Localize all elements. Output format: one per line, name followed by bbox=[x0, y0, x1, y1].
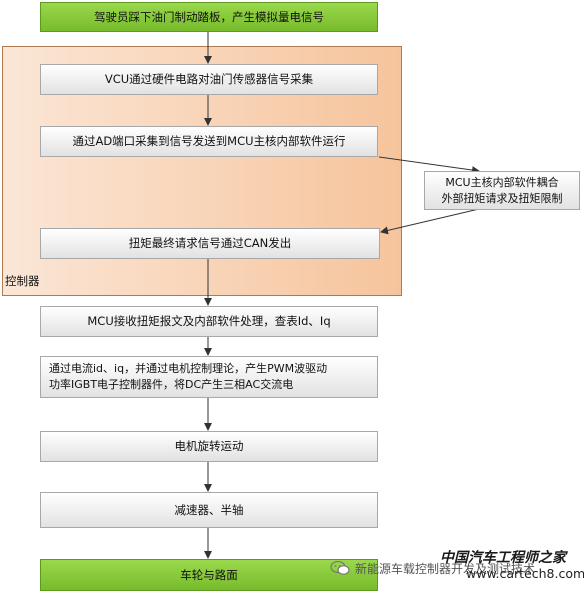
node-motor-rotation: 电机旋转运动 bbox=[40, 431, 378, 462]
arrow-n4-n5 bbox=[380, 208, 480, 235]
node-mcu-torque-coupling: MCU主核内部软件耦合 外部扭矩请求及扭矩限制 bbox=[424, 171, 580, 210]
node-can-send: 扭矩最终请求信号通过CAN发出 bbox=[40, 228, 380, 259]
node-vcu-sampling: VCU通过硬件电路对油门传感器信号采集 bbox=[40, 64, 378, 95]
node-mcu-torque-coupling-line2: 外部扭矩请求及扭矩限制 bbox=[441, 191, 563, 205]
node-reducer-halfshaft-text: 减速器、半轴 bbox=[174, 502, 244, 517]
node-pwm-igbt-line2: 功率IGBT电子控制器件，将DC产生三相AC交流电 bbox=[49, 378, 294, 391]
node-ad-port-text: 通过AD端口采集到信号发送到MCU主核内部软件运行 bbox=[72, 134, 346, 148]
node-vcu-sampling-text: VCU通过硬件电路对油门传感器信号采集 bbox=[104, 72, 314, 86]
node-motor-rotation-text: 电机旋转运动 bbox=[174, 439, 244, 453]
controller-group-label: 控制器 bbox=[5, 274, 40, 288]
node-pwm-igbt-line1: 通过电流id、iq，并通过电机控制理论，产生PWM波驱动 bbox=[49, 362, 328, 375]
node-pwm-igbt: 通过电流id、iq，并通过电机控制理论，产生PWM波驱动 功率IGBT电子控制器… bbox=[40, 356, 378, 398]
node-can-send-text: 扭矩最终请求信号通过CAN发出 bbox=[128, 236, 292, 250]
watermark-url: www.cartech8.com bbox=[466, 566, 584, 581]
node-driver-pedal: 驾驶员踩下油门制动踏板，产生模拟量电信号 bbox=[40, 2, 378, 32]
node-wheel-road: 车轮与路面 bbox=[40, 559, 378, 591]
node-driver-pedal-text: 驾驶员踩下油门制动踏板，产生模拟量电信号 bbox=[94, 9, 324, 24]
node-reducer-halfshaft: 减速器、半轴 bbox=[40, 492, 378, 528]
arrow-n3-n4 bbox=[378, 156, 480, 174]
node-mcu-receive: MCU接收扭矩报文及内部软件处理，查表Id、Iq bbox=[40, 306, 378, 337]
watermark-title: 中国汽车工程师之家 bbox=[440, 550, 566, 566]
wechat-icon bbox=[330, 560, 350, 575]
node-wheel-road-text: 车轮与路面 bbox=[180, 567, 238, 582]
node-mcu-receive-text: MCU接收扭矩报文及内部软件处理，查表Id、Iq bbox=[87, 314, 331, 328]
node-ad-port: 通过AD端口采集到信号发送到MCU主核内部软件运行 bbox=[40, 126, 378, 157]
node-mcu-torque-coupling-line1: MCU主核内部软件耦合 bbox=[445, 175, 559, 189]
watermark-account: 新能源车载控制器开发及测试技术 bbox=[355, 562, 536, 576]
